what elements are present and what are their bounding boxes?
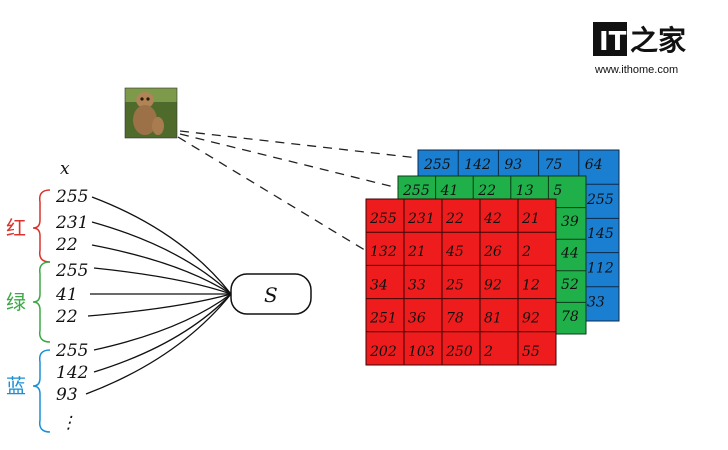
input-value: 255	[55, 261, 88, 281]
red-cell: 42	[483, 211, 502, 227]
red-cell: 45	[445, 244, 464, 260]
neuron-node: S	[230, 273, 312, 315]
connection-line	[93, 293, 232, 373]
connection-line	[91, 221, 232, 295]
green-right-cell: 44	[560, 246, 579, 262]
blue-top-cell: 142	[464, 157, 491, 173]
green-top-cell: 255	[402, 183, 430, 199]
red-channel-grid	[366, 199, 556, 365]
green-right-cell: 52	[561, 277, 579, 293]
red-cell: 231	[407, 211, 435, 227]
green-right-cell: 39	[561, 214, 579, 230]
connection-line	[91, 244, 232, 295]
input-vector-ellipsis: ⋮	[60, 413, 77, 433]
input-value: 255	[55, 187, 88, 207]
monkey-photo	[124, 87, 178, 139]
ithome-watermark: IT 之家 www.ithome.com	[593, 22, 686, 76]
group-brace	[32, 189, 51, 263]
red-cell: 21	[521, 211, 540, 227]
red-cell: 34	[370, 277, 388, 293]
green-top-cell: 22	[477, 183, 496, 199]
brand-name: 之家	[630, 24, 686, 57]
projection-lines	[177, 130, 419, 253]
red-cell: 12	[522, 277, 540, 293]
connection-line	[85, 293, 232, 395]
input-value: 22	[55, 307, 78, 327]
blue-top-cell: 93	[504, 157, 522, 173]
red-cell: 33	[408, 277, 426, 293]
input-value: 93	[56, 385, 78, 405]
group-label: 绿	[6, 290, 26, 314]
blue-top-cell: 255	[423, 157, 451, 173]
green-top-cell: 13	[516, 183, 534, 199]
blue-right-cell: 255	[586, 192, 614, 208]
blue-top-cell: 64	[585, 157, 603, 173]
connection-lines	[85, 196, 232, 395]
input-value: 22	[55, 235, 78, 255]
it-logo-text: IT	[599, 27, 627, 57]
red-cell: 2	[483, 344, 493, 360]
blue-right-cell: 145	[587, 226, 614, 242]
red-cell: 78	[446, 311, 464, 327]
blue-right-cell: 33	[587, 295, 605, 311]
red-cell: 22	[445, 211, 464, 227]
it-logo-block	[593, 22, 627, 56]
red-cell: 132	[370, 244, 397, 260]
input-vector-header: x	[60, 159, 70, 179]
group-label: 红	[6, 216, 26, 240]
blue-top-cell: 75	[545, 157, 563, 173]
red-cell: 25	[445, 277, 464, 293]
red-cell: 255	[369, 211, 397, 227]
group-brace	[32, 349, 51, 433]
red-cell: 26	[483, 244, 502, 260]
connection-line	[87, 293, 232, 317]
green-top-cell: 5	[553, 183, 562, 199]
blue-right-cell: 112	[587, 260, 614, 276]
connection-line	[93, 293, 232, 351]
green-right-cell: 78	[561, 309, 579, 325]
red-cell: 202	[369, 344, 397, 360]
red-cell: 2	[521, 244, 531, 260]
input-value: 142	[56, 363, 88, 383]
red-cell: 250	[445, 344, 473, 360]
input-value: 231	[55, 213, 88, 233]
red-cell: 81	[484, 311, 502, 327]
red-cell: 36	[408, 311, 426, 327]
red-cell: 92	[522, 311, 540, 327]
red-cell: 251	[369, 311, 397, 327]
red-cell: 103	[408, 344, 435, 360]
neuron-label: S	[264, 283, 278, 307]
connection-line	[93, 267, 232, 295]
green-top-cell: 41	[440, 183, 459, 199]
input-value: 255	[55, 341, 88, 361]
red-cell: 55	[522, 344, 540, 360]
input-value: 41	[55, 285, 78, 305]
channel-group-braces: 红绿蓝	[6, 189, 51, 433]
red-cell: 21	[407, 244, 426, 260]
group-brace	[32, 261, 51, 343]
red-cell: 92	[484, 277, 502, 293]
group-label: 蓝	[6, 374, 26, 398]
connection-line	[91, 196, 232, 295]
brand-url: www.ithome.com	[594, 64, 678, 76]
